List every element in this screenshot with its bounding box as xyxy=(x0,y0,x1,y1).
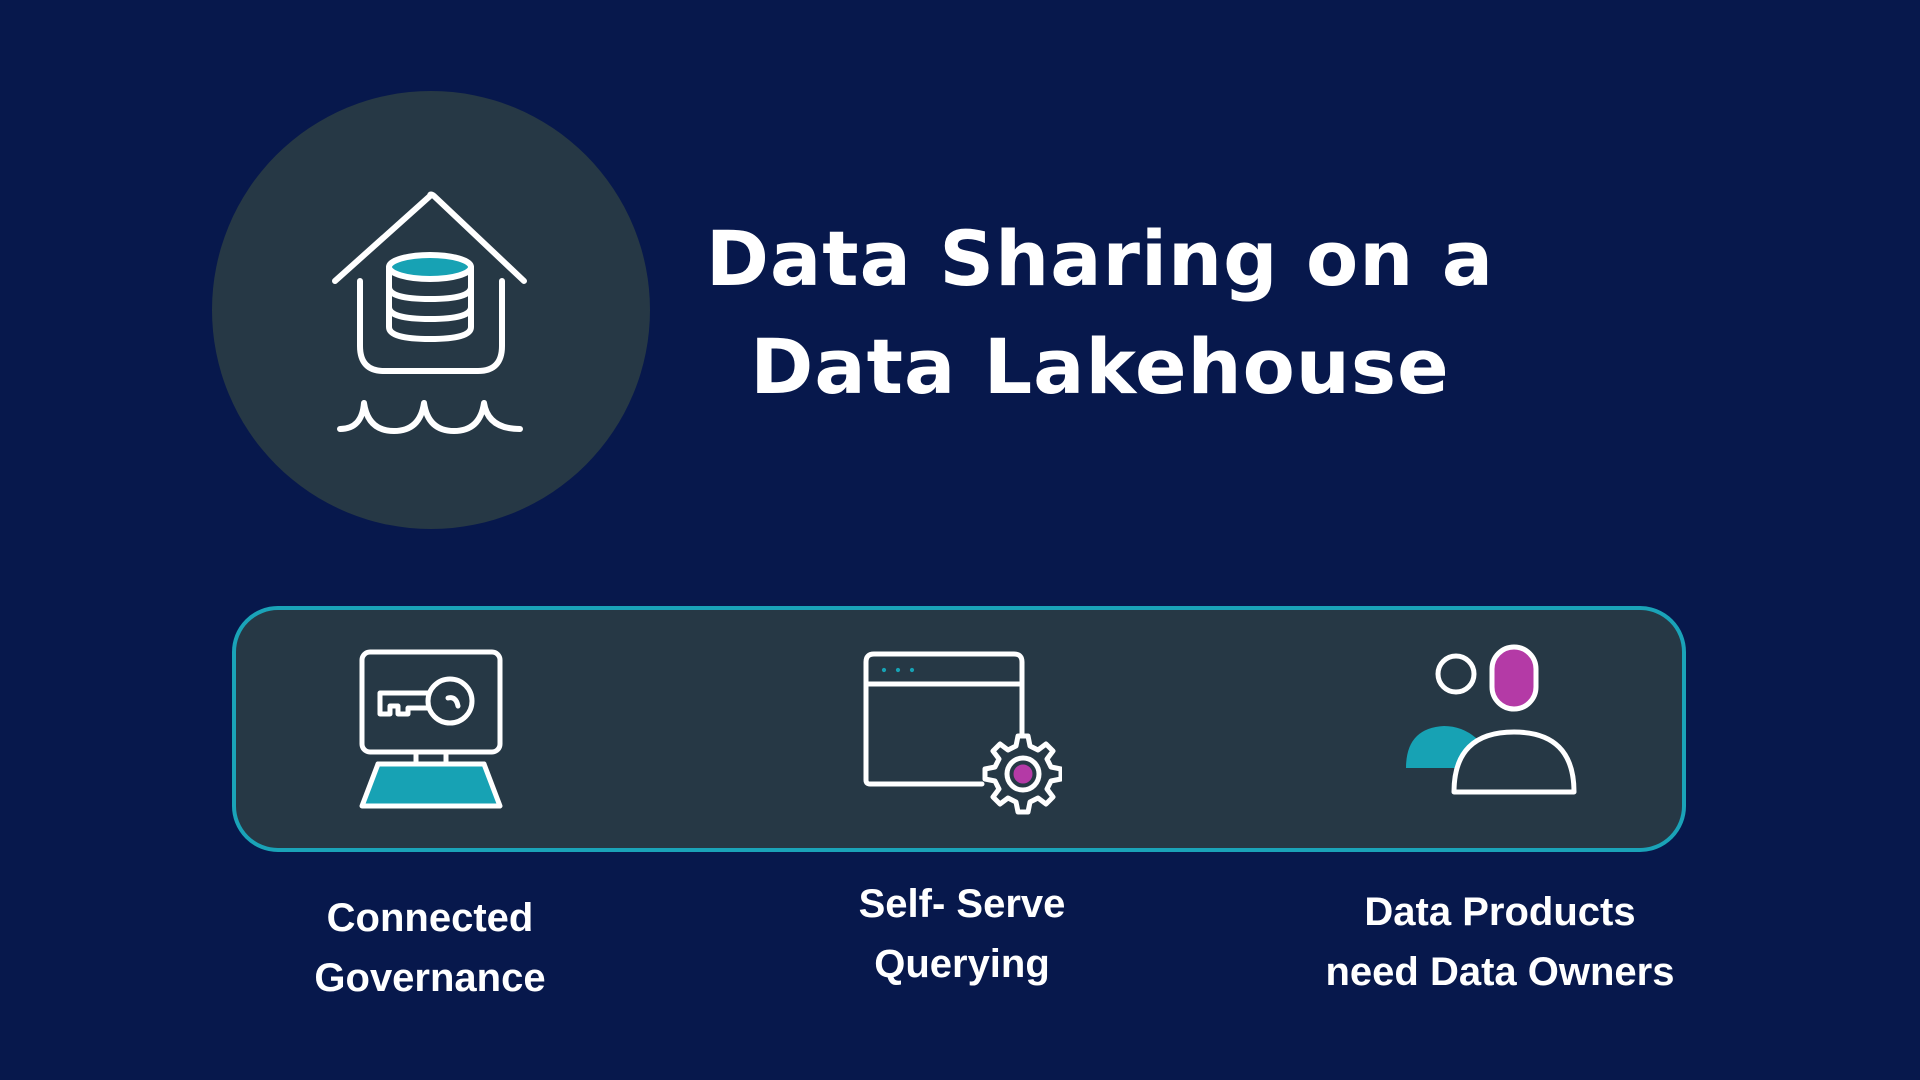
feature-label-line: need Data Owners xyxy=(1325,950,1675,994)
lakehouse-database-icon xyxy=(332,191,527,434)
feature-label-line: Governance xyxy=(314,956,546,1000)
feature-querying xyxy=(862,650,1062,816)
feature-label-line: Data Products xyxy=(1364,890,1636,934)
feature-label-line: Self- Serve xyxy=(858,882,1066,926)
feature-label-owners: Data Products need Data Owners xyxy=(1300,882,1700,1002)
feature-governance xyxy=(356,648,506,812)
monitor-key-icon xyxy=(359,649,503,809)
title-line-2: Data Lakehouse xyxy=(750,322,1450,411)
title-line-1: Data Sharing on a xyxy=(705,214,1495,303)
feature-owners xyxy=(1402,642,1588,798)
hero-circle xyxy=(212,91,650,529)
feature-label-governance: Connected Governance xyxy=(280,888,580,1008)
feature-label-line: Querying xyxy=(874,942,1050,986)
browser-gear-icon xyxy=(863,651,1062,815)
feature-label-querying: Self- Serve Querying xyxy=(812,874,1112,994)
page-title: Data Sharing on a Data Lakehouse xyxy=(680,205,1520,421)
users-icon xyxy=(1406,644,1577,795)
feature-label-line: Connected xyxy=(326,896,534,940)
